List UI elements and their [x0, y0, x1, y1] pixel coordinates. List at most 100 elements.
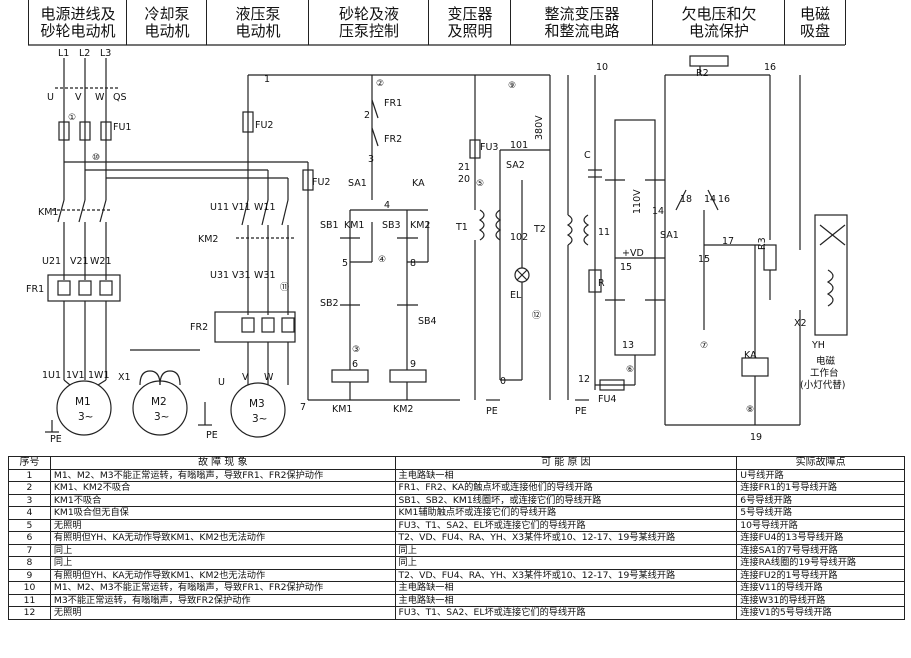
row-fault-point: 连接V1的5号导线开路: [736, 606, 905, 620]
label-U11: U11: [210, 202, 229, 213]
fault-marker-8: ⑧: [746, 405, 754, 415]
label-KA-coil: KA: [744, 350, 757, 361]
fault-marker-2: ②: [376, 79, 384, 89]
row-number: 1: [8, 468, 51, 482]
label-V31: V31: [232, 270, 251, 281]
header-grinding-control: 砂轮及液 压泵控制: [308, 0, 429, 45]
wire-8: 8: [410, 258, 416, 269]
row-fault-point: 连接SA1的7号导线开路: [736, 543, 905, 557]
label-X2: X2: [794, 318, 807, 329]
label-FU4: FU4: [598, 394, 616, 405]
row-cause: 主电路缺一相: [394, 593, 738, 607]
label-FU1: FU1: [113, 122, 131, 133]
label-KM1-aux: KM1: [344, 220, 364, 231]
label-SB2: SB2: [320, 298, 339, 309]
label-M2: M2: [151, 396, 167, 408]
row-number: 8: [8, 556, 51, 570]
col-header-symptom: 故 障 现 象: [49, 456, 396, 470]
label-VD: +VD: [622, 248, 644, 259]
wire-0: 0: [500, 376, 506, 387]
label-110V: 110V: [632, 189, 643, 214]
row-fault-point: 6号导线开路: [736, 493, 905, 507]
label-FR2: FR2: [190, 322, 208, 333]
label-FR1-ctrl: FR1: [384, 98, 402, 109]
label-KA-ctrl: KA: [412, 178, 425, 189]
row-number: 11: [8, 593, 51, 607]
label-W: W: [95, 92, 105, 103]
row-number: 10: [8, 581, 51, 595]
label-U: U: [47, 92, 54, 103]
label-YH: YH: [811, 340, 825, 351]
wire-7: 7: [300, 402, 306, 413]
row-cause: T2、VD、FU4、RA、YH、X3某件坏或10、12-17、19号某线开路: [394, 531, 738, 545]
label-W31: W31: [254, 270, 275, 281]
label-SB1: SB1: [320, 220, 339, 231]
label-FU2a: FU2: [255, 120, 273, 131]
label-FR2-ctrl: FR2: [384, 134, 402, 145]
circuit-schematic: L1 L2 L3 U V W QS FU1 FU2 FU2 KM1 KM2 FR…: [26, 44, 848, 445]
row-symptom: 有照明但YH、KA无动作导致KM1、KM2也无法动作: [49, 568, 396, 582]
fault-marker-4: ④: [378, 255, 386, 265]
label-FU2b: FU2: [312, 177, 330, 188]
label-T2: T2: [533, 224, 546, 235]
row-symptom: 有照明但YH、KA无动作导致KM1、KM2也无法动作: [49, 531, 396, 545]
label-mag-1: 电磁: [816, 355, 836, 367]
row-fault-point: 10号导线开路: [736, 518, 905, 532]
wire-15b: 15: [698, 254, 710, 265]
label-FU3: FU3: [480, 142, 498, 153]
col-header-fault-point: 实际故障点: [736, 456, 905, 470]
wire-16b: 16: [718, 194, 730, 205]
col-header-cause: 可 能 原 因: [394, 456, 738, 470]
label-U31: U31: [210, 270, 229, 281]
row-cause: T2、VD、FU4、RA、YH、X3某件坏或10、12-17、19号某线开路: [394, 568, 738, 582]
label-U21: U21: [42, 256, 61, 267]
wire-18: 18: [680, 194, 692, 205]
label-M1: M1: [75, 396, 91, 408]
label-R2: R2: [696, 68, 709, 79]
header-hydraulic-pump: 液压泵 电动机: [206, 0, 309, 45]
fault-marker-3: ③: [352, 345, 360, 355]
wire-16a: 16: [764, 62, 776, 73]
row-fault-point: 连接W31的导线开路: [736, 593, 905, 607]
row-cause: KM1辅助触点坏或连接它们的导线开路: [394, 506, 738, 520]
row-fault-point: U号线开路: [736, 468, 905, 482]
label-1W1: 1W1: [88, 370, 109, 381]
label-V11: V11: [232, 202, 251, 213]
label-motor-W: W: [264, 372, 274, 383]
header-undervoltage: 欠电压和欠 电流保护: [652, 0, 785, 45]
wire-10: 10: [596, 62, 608, 73]
fault-marker-10: ⑩: [92, 153, 100, 163]
label-W11: W11: [254, 202, 275, 213]
row-number: 3: [8, 493, 51, 507]
label-SB3: SB3: [382, 220, 401, 231]
row-symptom: M3不能正常运转，有嗡嗡声，导致FR2保护动作: [49, 593, 396, 607]
label-motor-V: V: [242, 372, 249, 383]
fault-marker-12: ⑫: [532, 310, 541, 321]
label-SA1-ctrl: SA1: [348, 178, 367, 189]
wire-14a: 14: [652, 206, 664, 217]
row-cause: FU3、T1、SA2、EL坏或连接它们的导线开路: [394, 606, 738, 620]
wire-102: 102: [510, 232, 528, 243]
label-380V: 380V: [534, 115, 545, 140]
label-motor-U: U: [218, 377, 225, 388]
label-PE-3: PE: [486, 406, 498, 417]
wire-15a: 15: [620, 262, 632, 273]
label-PE-1: PE: [50, 434, 62, 445]
label-PE-4: PE: [575, 406, 587, 417]
wire-9: 9: [410, 359, 416, 370]
fault-marker-6: ⑥: [626, 365, 634, 375]
row-cause: 同上: [394, 556, 738, 570]
label-M3: M3: [249, 398, 265, 410]
row-number: 7: [8, 543, 51, 557]
fault-marker-11: ⑪: [280, 282, 289, 293]
label-KM2-aux: KM2: [410, 220, 430, 231]
wire-2: 2: [364, 110, 370, 121]
wire-20: 20: [458, 174, 470, 185]
